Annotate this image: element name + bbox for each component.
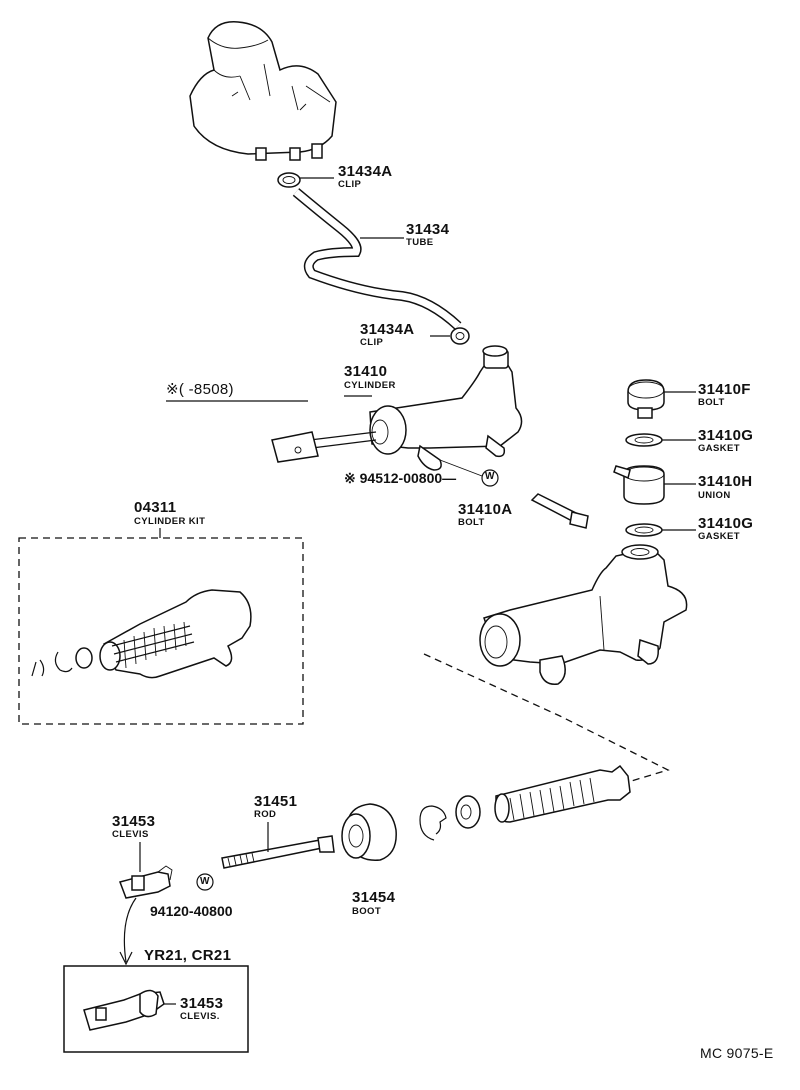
part-number-04311: 04311: [134, 499, 177, 516]
part-name-31410: CYLINDER: [344, 380, 396, 391]
tube-31434: [292, 188, 462, 330]
exploded-guide: [423, 653, 670, 783]
part-name-31434a-mid: CLIP: [360, 337, 384, 348]
arrow-to-variant: [119, 897, 137, 966]
part-number-31454: 31454: [352, 889, 396, 906]
part-name-31454: BOOT: [352, 906, 382, 917]
part-number-31410g-bottom: 31410G: [698, 515, 754, 532]
clip-31434a-top: [277, 172, 334, 188]
gasket-31410g-bottom: [625, 523, 696, 537]
part-name-31434a-top: CLIP: [338, 179, 362, 190]
gasket-31410g-top: [625, 433, 696, 447]
part-name-31410a: BOLT: [458, 517, 485, 528]
bolt-31410a: [530, 493, 589, 529]
part-number-94120: 94120-40800: [150, 903, 233, 919]
variant-models-label: YR21, CR21: [144, 947, 232, 964]
production-range-note: ※( -8508): [166, 381, 234, 398]
cylinder-kit-drawing: [31, 589, 252, 679]
part-name-31453-variant: CLEVIS.: [180, 1011, 220, 1022]
cylinder-body: [479, 544, 688, 685]
boot-31454: [341, 803, 397, 861]
part-name-31453: CLEVIS: [112, 829, 149, 840]
part-number-31434a-mid: 31434A: [360, 321, 415, 338]
clip-31434a-mid: [430, 327, 470, 345]
reservoir-tank: [189, 21, 337, 161]
washer-symbol-94512: W: [485, 471, 495, 482]
part-number-31410g-top: 31410G: [698, 427, 754, 444]
washer-symbol-94120: W: [200, 876, 210, 887]
rod-31451: [221, 822, 335, 869]
cylinder-kit-box: [18, 537, 304, 725]
part-name-31434: TUBE: [406, 237, 434, 248]
part-number-31451: 31451: [254, 793, 298, 810]
part-name-31410g-bottom: GASKET: [698, 531, 740, 542]
part-number-31410a: 31410A: [458, 501, 513, 518]
part-name-31410f: BOLT: [698, 397, 725, 408]
part-number-94512: ※ 94512-00800—: [344, 470, 457, 486]
part-number-31453: 31453: [112, 813, 156, 830]
piston-cup: [455, 795, 481, 829]
diagram-code: MC 9075-E: [700, 1045, 774, 1061]
part-name-31410g-top: GASKET: [698, 443, 740, 454]
part-name-04311: CYLINDER KIT: [134, 516, 206, 527]
part-number-31410: 31410: [344, 363, 388, 380]
piston-spring: [494, 764, 631, 823]
clevis-31453: [119, 842, 173, 899]
clevis-variant-drawing: [83, 989, 176, 1031]
part-number-31434: 31434: [406, 221, 450, 238]
part-name-31410h: UNION: [698, 490, 731, 501]
part-number-31434a-top: 31434A: [338, 163, 393, 180]
washer-mark-94512: [481, 469, 499, 487]
part-number-31410h: 31410H: [698, 473, 753, 490]
washer-mark-94120: [196, 873, 214, 891]
cylinder-31410-assembly: [271, 345, 523, 477]
snap-ring: [419, 805, 447, 841]
part-number-31453-variant: 31453: [180, 995, 224, 1012]
part-name-31451: ROD: [254, 809, 277, 820]
bolt-31410f: [627, 379, 696, 419]
part-number-31410f: 31410F: [698, 381, 751, 398]
variant-box: [63, 965, 249, 1053]
union-31410h: [613, 465, 696, 505]
